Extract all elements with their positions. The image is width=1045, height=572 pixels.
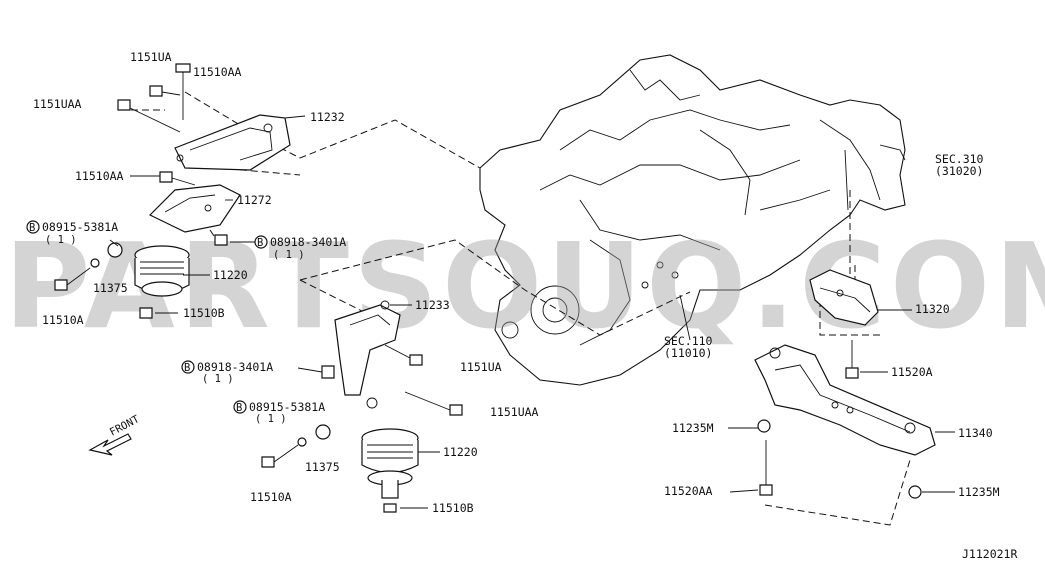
circle-b-marker-08915-top: B [29, 222, 35, 234]
label-08915-top: 08915-5381A [42, 220, 118, 234]
front-direction-indicator: FRONT [88, 413, 142, 456]
label-11510A-bottom: 11510A [250, 490, 292, 504]
label-11510AA-mid: 11510AA [75, 169, 124, 183]
label-08915-bottom-qty: ( 1 ) [255, 413, 287, 425]
bracket-11233 [334, 300, 401, 409]
front-label: FRONT [108, 413, 142, 439]
fasteners [54, 63, 922, 513]
label-11520AA: 11520AA [664, 484, 713, 498]
label-sec310-sub: (31020) [935, 164, 983, 178]
label-08915-top-qty: ( 1 ) [45, 234, 77, 246]
label-08915-bottom: 08915-5381A [249, 400, 325, 414]
label-sec110: SEC.110 [664, 334, 713, 348]
label-11520A: 11520A [891, 365, 933, 379]
label-1151UAA-top: 1151UAA [33, 97, 82, 111]
label-08918-bottom: 08918-3401A [197, 360, 273, 374]
label-11235M-bottom: 11235M [958, 485, 1000, 499]
insulator-11220-top [134, 245, 190, 297]
bracket-11272 [148, 184, 241, 233]
part-labels: 1151UA 11510AA 1151UAA 11232 11510AA 112… [33, 50, 1017, 561]
label-08918-top-qty: ( 1 ) [273, 249, 305, 261]
circle-b-marker-08918-top: B [257, 237, 263, 249]
label-11220-bottom: 11220 [443, 445, 478, 459]
label-sec110-sub: (11010) [664, 346, 712, 360]
label-11340: 11340 [958, 426, 993, 440]
label-leaders [109, 115, 955, 509]
label-11232: 11232 [310, 110, 345, 124]
figure-id: J112021R [962, 547, 1017, 561]
label-11375-top: 11375 [93, 281, 128, 295]
rear-mount-11320 [809, 269, 879, 326]
label-1151UA-top: 1151UA [130, 50, 172, 64]
label-11510AA-top: 11510AA [193, 65, 242, 79]
label-11375-bottom: 11375 [305, 460, 340, 474]
circle-b-markers: B B B B [26, 220, 268, 414]
label-11272: 11272 [237, 193, 272, 207]
insulator-11220-bottom [361, 428, 419, 499]
bracket-11232 [174, 114, 291, 171]
label-1151UAA-bottom: 1151UAA [490, 405, 539, 419]
circle-b-marker-08915-bottom: B [236, 402, 242, 414]
label-11220-top: 11220 [213, 268, 248, 282]
label-11233: 11233 [415, 298, 450, 312]
label-11320: 11320 [915, 302, 950, 316]
crossmember-11340 [754, 344, 936, 456]
label-11235M-top: 11235M [672, 421, 714, 435]
circle-b-marker-08918-bottom: B [184, 362, 190, 374]
label-1151UA-bottom: 1151UA [460, 360, 502, 374]
label-11510B-top: 11510B [183, 306, 225, 320]
label-11510B-bottom: 11510B [432, 501, 474, 515]
label-08918-bottom-qty: ( 1 ) [202, 373, 234, 385]
label-sec310: SEC.310 [935, 152, 984, 166]
label-08918-top: 08918-3401A [270, 235, 346, 249]
label-11510A-top: 11510A [42, 313, 84, 327]
engine-transmission-assembly [479, 54, 906, 386]
